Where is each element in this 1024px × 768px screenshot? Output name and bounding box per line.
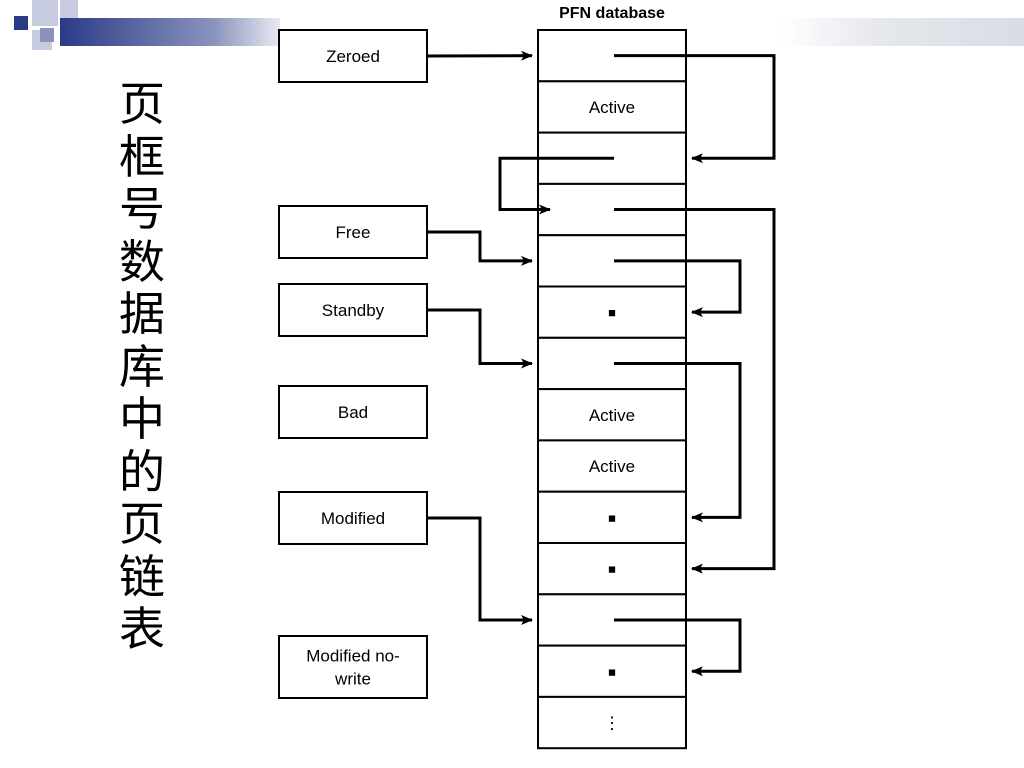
list-head-label: Zeroed bbox=[326, 47, 380, 66]
list-head-modified: Modified bbox=[278, 491, 428, 545]
pfn-entry-cell bbox=[537, 542, 687, 596]
decor-square-1 bbox=[14, 16, 28, 30]
list-head-box bbox=[278, 491, 428, 545]
list-head-standby: Standby bbox=[278, 283, 428, 337]
header-bar-right bbox=[778, 18, 1024, 46]
pfn-entry-marker: ■ bbox=[608, 664, 616, 679]
list-head-box bbox=[278, 283, 428, 337]
pfn-entry: Active bbox=[537, 80, 687, 134]
list-head-box bbox=[278, 635, 428, 699]
list-head-free: Free bbox=[278, 205, 428, 259]
pfn-entry-cell bbox=[537, 439, 687, 493]
pfn-entry-marker: ■ bbox=[608, 562, 616, 577]
entry-link-arrow-11-to-12 bbox=[614, 618, 742, 677]
head-link-arrow-standby bbox=[427, 308, 533, 369]
pfn-entry: ■ bbox=[537, 644, 687, 698]
decor-square-5 bbox=[40, 28, 54, 42]
list-head-bad: Bad bbox=[278, 385, 428, 439]
list-head-label: Modified no- bbox=[306, 647, 400, 666]
entry-link-arrow-0-to-2 bbox=[614, 54, 776, 164]
pfn-entry-cell bbox=[537, 695, 687, 750]
entry-link-arrow-4-to-5 bbox=[614, 259, 742, 318]
pfn-entry: Active bbox=[537, 439, 687, 493]
list-head-label: Free bbox=[336, 223, 371, 242]
pfn-entry-cell bbox=[537, 388, 687, 442]
list-head-zeroed: Zeroed bbox=[278, 29, 428, 83]
pfn-entry-cell bbox=[537, 644, 687, 698]
list-head-label: Standby bbox=[322, 301, 385, 320]
list-head-label: write bbox=[334, 670, 371, 689]
list-head-modified-no-write: Modified no-write bbox=[278, 635, 428, 699]
list-head-box bbox=[278, 205, 428, 259]
pfn-entry-cell bbox=[537, 490, 687, 545]
pfn-entry-marker: ■ bbox=[608, 510, 616, 525]
entry-link-arrow-2-to-3 bbox=[498, 156, 614, 215]
decor-square-2 bbox=[32, 0, 58, 26]
pfn-entry-label: Active bbox=[589, 457, 635, 476]
head-link-arrow-modified bbox=[427, 516, 533, 625]
header-bar-left bbox=[60, 18, 280, 46]
head-link-arrow-free bbox=[427, 230, 533, 266]
pfn-entry-label: ⋮ bbox=[604, 714, 621, 733]
entry-link-arrow-6-to-9 bbox=[614, 361, 742, 523]
pfn-entry: ■ bbox=[537, 285, 687, 339]
list-head-label: Bad bbox=[338, 403, 368, 422]
pfn-entry: ■ bbox=[537, 490, 687, 545]
entry-link-arrow-3-to-10 bbox=[614, 208, 776, 574]
list-head-box bbox=[278, 385, 428, 439]
pfn-entry-marker: ■ bbox=[608, 305, 616, 320]
pfn-entry-label: Active bbox=[589, 406, 635, 425]
vertical-title: 页框号数据库中的页链表 bbox=[119, 77, 165, 656]
list-head-label: Modified bbox=[321, 509, 385, 528]
pfn-entry-cell bbox=[537, 80, 687, 134]
pfn-entry: Active bbox=[537, 388, 687, 442]
pfn-entry: ⋮ bbox=[537, 695, 687, 750]
pfn-database-title: PFN database bbox=[559, 5, 665, 22]
pfn-entry-label: Active bbox=[589, 98, 635, 117]
pfn-entry: ■ bbox=[537, 542, 687, 596]
decor-square-3 bbox=[60, 0, 78, 18]
